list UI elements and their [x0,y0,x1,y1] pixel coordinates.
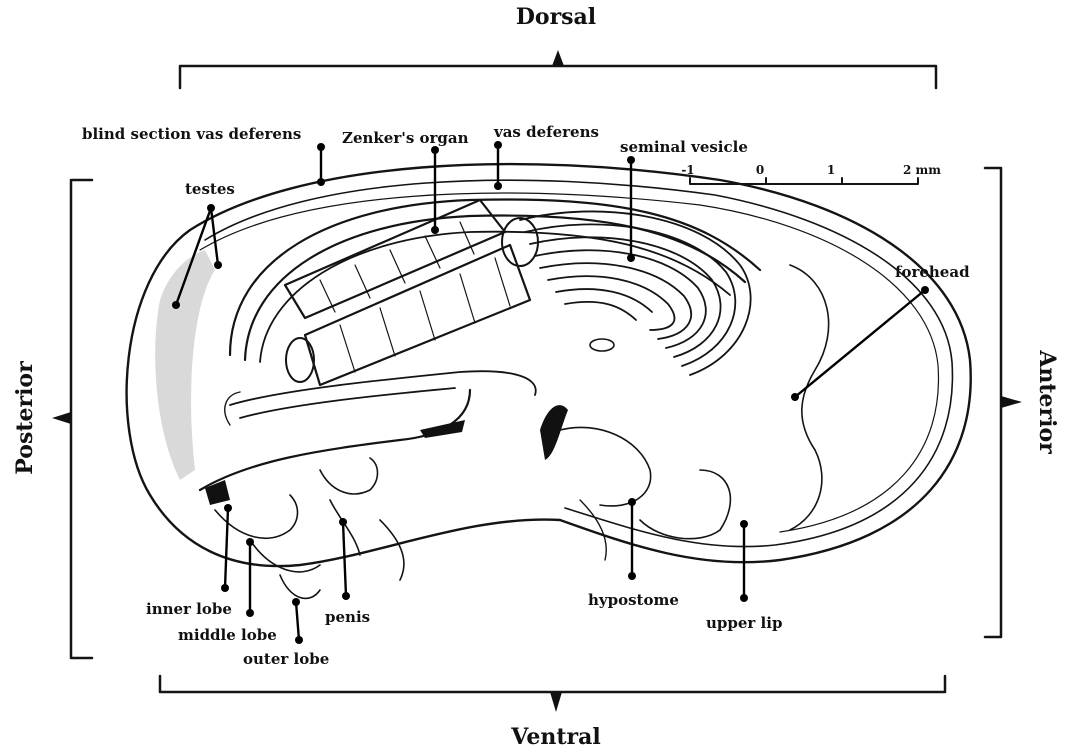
ventral-bracket [160,676,945,712]
dorsal-bracket [180,50,936,88]
label-penis: penis [325,608,370,626]
scale-tick-label: 1 [827,163,835,177]
label-forehead: forehead [895,263,970,281]
posterior-label: Posterior [12,361,38,475]
label-middle-lobe: middle lobe [178,626,277,644]
label-vas-deferens: vas deferens [493,123,599,141]
scale-tick-label: 2 mm [903,163,941,177]
label-inner-lobe: inner lobe [146,600,232,618]
label-blind-section-vas-deferens: blind section vas deferens [82,125,301,143]
carapace-outline [127,164,971,566]
scale-tick-label: 0 [756,163,764,177]
specimen-drawing [127,164,971,598]
label-seminal-vesicle: seminal vesicle [620,138,748,156]
dorsal-label: Dorsal [516,4,596,30]
ventral-label: Ventral [510,724,600,750]
label-upper-lip: upper lip [706,614,782,632]
anterior-bracket [985,168,1022,637]
seminal-vesicle-shape [520,211,751,375]
zenkers-organ-shape [285,200,538,385]
label-zenkers-organ: Zenker's organ [342,129,469,147]
posterior-bracket [52,180,92,658]
label-testes: testes [185,180,235,198]
label-outer-lobe: outer lobe [243,650,329,668]
label-hypostome: hypostome [588,591,679,609]
anterior-label: Anterior [1034,349,1060,454]
